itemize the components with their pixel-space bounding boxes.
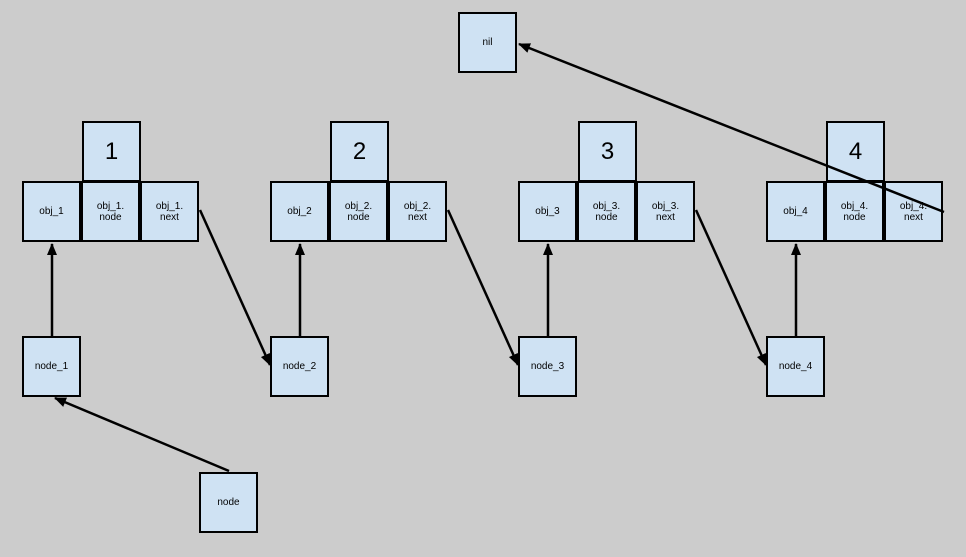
head-label: node xyxy=(217,497,240,508)
obj-cell-4: obj_4 xyxy=(766,181,825,242)
next-field-label: obj_1. next xyxy=(155,200,184,223)
ref-label: node_4 xyxy=(778,361,813,372)
next-field-label: obj_2. next xyxy=(403,200,432,223)
arrow-node-to-node_1 xyxy=(54,396,230,473)
arrow-obj_3-next-to-node_4 xyxy=(694,209,768,366)
head-node-box: node xyxy=(199,472,258,533)
node-field-label: obj_2. node xyxy=(344,200,373,223)
node-field-cell-2: obj_2. node xyxy=(329,181,388,242)
node-field-label: obj_4. node xyxy=(840,200,869,223)
ref-box-1: node_1 xyxy=(22,336,81,397)
nil-box: nil xyxy=(458,12,517,73)
number-label: 1 xyxy=(104,137,119,165)
number-label: 3 xyxy=(600,137,615,165)
ref-label: node_3 xyxy=(530,361,565,372)
arrow-obj_1-next-to-node_2 xyxy=(198,209,272,366)
obj-cell-2: obj_2 xyxy=(270,181,329,242)
next-field-cell-1: obj_1. next xyxy=(140,181,199,242)
node-number-4: 4 xyxy=(826,121,885,182)
obj-cell-3: obj_3 xyxy=(518,181,577,242)
obj-label: obj_4 xyxy=(783,206,808,217)
node-field-label: obj_3. node xyxy=(592,200,621,223)
node-number-3: 3 xyxy=(578,121,637,182)
ref-label: node_1 xyxy=(34,361,69,372)
arrow-obj_2-next-to-node_3 xyxy=(446,209,520,366)
number-label: 4 xyxy=(848,137,863,165)
node-field-label: obj_1. node xyxy=(96,200,125,223)
obj-label: obj_3 xyxy=(535,206,560,217)
obj-cell-1: obj_1 xyxy=(22,181,81,242)
number-label: 2 xyxy=(352,137,367,165)
obj-label: obj_2 xyxy=(287,206,312,217)
ref-box-3: node_3 xyxy=(518,336,577,397)
node-field-cell-1: obj_1. node xyxy=(81,181,140,242)
node-number-2: 2 xyxy=(330,121,389,182)
node-field-cell-3: obj_3. node xyxy=(577,181,636,242)
node-field-cell-4: obj_4. node xyxy=(825,181,884,242)
next-field-label: obj_4. next xyxy=(899,200,928,223)
nil-label: nil xyxy=(482,37,493,48)
next-field-label: obj_3. next xyxy=(651,200,680,223)
ref-box-2: node_2 xyxy=(270,336,329,397)
ref-box-4: node_4 xyxy=(766,336,825,397)
ref-label: node_2 xyxy=(282,361,317,372)
arrow-obj_4-next-to-nil xyxy=(518,42,945,214)
next-field-cell-2: obj_2. next xyxy=(388,181,447,242)
next-field-cell-3: obj_3. next xyxy=(636,181,695,242)
obj-label: obj_1 xyxy=(39,206,64,217)
